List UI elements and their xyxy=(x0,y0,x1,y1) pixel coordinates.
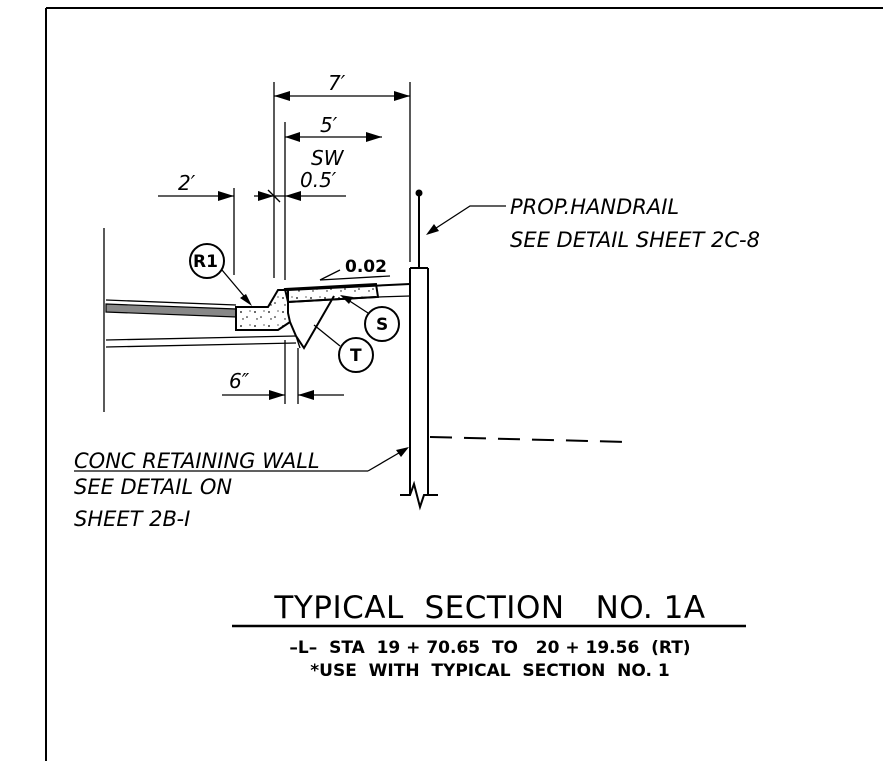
ground-line xyxy=(429,436,629,443)
sidewalk-top-line xyxy=(287,283,411,298)
curb-r1 xyxy=(235,289,292,331)
base-wedge xyxy=(289,295,335,350)
dimension-overall: 7′ xyxy=(273,71,411,278)
handrail-note-line2: SEE DETAIL SHEET 2C-8 xyxy=(510,228,760,252)
title-block: TYPICAL SECTION NO. 1A –L– STA 19 + 70.6… xyxy=(232,590,746,681)
handrail-note: PROP.HANDRAIL SEE DETAIL SHEET 2C-8 xyxy=(426,195,760,252)
dimension-curb-label: 2′ xyxy=(178,171,196,195)
retaining-wall-note: CONC RETAINING WALL SEE DETAIL ON SHEET … xyxy=(74,447,409,531)
callout-r1-label: R1 xyxy=(193,252,218,272)
wall-note-line3: SHEET 2B-I xyxy=(74,507,190,531)
dimension-sidewalk-sw: SW xyxy=(311,146,345,170)
callout-t-label: T xyxy=(350,346,362,366)
handrail-note-line1: PROP.HANDRAIL xyxy=(510,195,679,219)
slope-label: 0.02 xyxy=(345,257,387,277)
handrail xyxy=(415,189,423,268)
dimension-curb: 2′ 0.5′ xyxy=(158,168,346,275)
dimension-base-label: 6″ xyxy=(229,369,250,393)
callout-t: T xyxy=(313,324,374,373)
dimension-sidewalk: 5′ SW xyxy=(284,113,382,280)
retaining-wall xyxy=(400,267,438,511)
callout-s: S xyxy=(340,295,400,342)
slope-indicator: 0.02 xyxy=(319,257,391,281)
wall-note-line1: CONC RETAINING WALL xyxy=(74,449,320,473)
callout-s-label: S xyxy=(376,315,388,335)
section-subtitle-line1: –L– STA 19 + 70.65 TO 20 + 19.56 (RT) xyxy=(289,638,690,658)
dimension-offset-label: 0.5′ xyxy=(300,168,337,192)
dimension-sidewalk-label: 5′ xyxy=(320,113,338,137)
callout-r1: R1 xyxy=(189,243,252,306)
dimension-overall-label: 7′ xyxy=(328,71,346,95)
wall-note-line2: SEE DETAIL ON xyxy=(74,475,232,499)
dimension-base: 6″ xyxy=(222,340,344,404)
section-title: TYPICAL SECTION NO. 1A xyxy=(273,590,705,626)
section-subtitle-line2: *USE WITH TYPICAL SECTION NO. 1 xyxy=(310,661,669,681)
sheet-border xyxy=(45,7,883,761)
